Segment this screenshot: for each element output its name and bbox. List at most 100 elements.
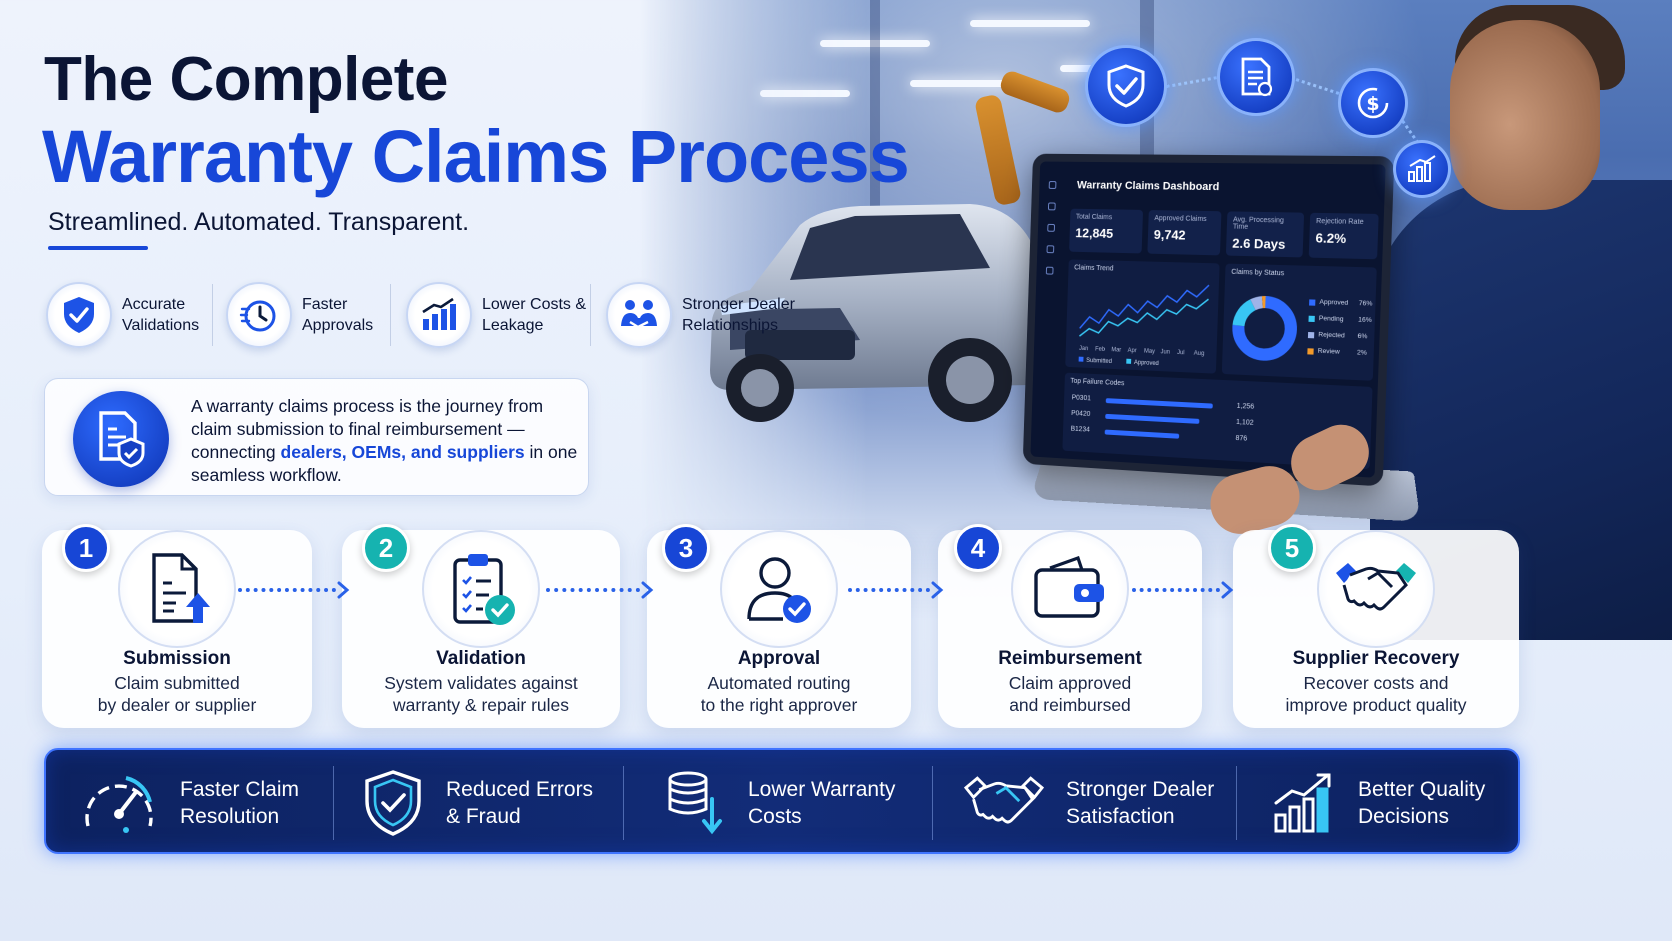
headline-line2: Warranty Claims Process	[42, 115, 910, 198]
feature-label: Faster Approvals	[302, 296, 374, 334]
failure-code: B1234	[1070, 425, 1090, 434]
ceiling-light	[820, 40, 930, 47]
failure-bar	[1105, 398, 1213, 409]
home-icon[interactable]	[1048, 181, 1057, 189]
benefit-line: Better Quality	[1358, 778, 1486, 801]
trend-legend-swatch	[1078, 356, 1084, 362]
reports-icon[interactable]	[1047, 223, 1055, 232]
step-arrow	[848, 581, 944, 599]
factory-pillar	[870, 0, 880, 260]
kpi-label: Approved Claims	[1154, 215, 1207, 224]
step-desc-line: Claim approved	[1008, 673, 1132, 693]
step-desc-line: to the right approver	[700, 695, 858, 715]
step-desc-line: warranty & repair rules	[392, 695, 570, 715]
kpi-card[interactable]: Total Claims 12,845	[1069, 208, 1144, 254]
kpi-card[interactable]: Approved Claims 9,742	[1147, 210, 1222, 256]
step-desc-line: Claim submitted	[114, 673, 240, 693]
legend-label: Review	[1317, 347, 1340, 356]
definition-card: A warranty claims process is the journey…	[44, 378, 589, 496]
car-illustration	[710, 204, 1045, 422]
legend-swatch	[1308, 315, 1315, 322]
handshake-people-icon	[606, 282, 672, 348]
definition-text-end: in one seamless workflow.	[191, 442, 578, 485]
dashboard-screen: Warranty Claims Dashboard Total Claims 1…	[1022, 153, 1395, 487]
step-title: Approval	[737, 648, 821, 669]
benefit-reduced-errors: Reduced Errors& Fraud	[362, 750, 606, 856]
benefit-line: Stronger Dealer	[1066, 778, 1215, 801]
settings-icon[interactable]	[1045, 266, 1054, 275]
definition-text: A warranty claims process is the journey…	[191, 395, 581, 487]
document-shield-icon	[73, 391, 169, 487]
legend-swatch	[1307, 347, 1314, 355]
failure-code: P0420	[1071, 410, 1091, 418]
trend-legend-swatch	[1126, 358, 1132, 364]
step-number-badge: 5	[1268, 524, 1316, 572]
legend-value: 16%	[1358, 316, 1372, 325]
trend-legend-label: Submitted	[1086, 358, 1112, 365]
wallet-icon	[1011, 530, 1129, 648]
claims-icon[interactable]	[1047, 202, 1056, 211]
step-desc-line: Recover costs and	[1303, 673, 1449, 693]
failure-code: P0301	[1071, 394, 1091, 403]
kpi-label: Total Claims	[1075, 213, 1113, 222]
step-title: Submission	[123, 648, 231, 669]
kpi-value: 9,742	[1153, 226, 1186, 243]
coins-down-icon	[668, 771, 722, 835]
step-title: Reimbursement	[998, 648, 1142, 669]
benefit-divider	[1236, 766, 1237, 840]
trend-month-label: Apr	[1128, 348, 1137, 354]
trend-month-label: Mar	[1111, 347, 1121, 353]
chart-up-icon	[1274, 773, 1331, 833]
user-check-icon	[720, 530, 838, 648]
shield-check-icon	[46, 282, 112, 348]
trend-month-label: Jul	[1177, 350, 1185, 356]
tagline-underline	[48, 246, 148, 250]
trend-month-label: Jan	[1079, 346, 1088, 352]
benefit-line: Decisions	[1358, 805, 1450, 828]
failure-count: 1,256	[1236, 402, 1255, 411]
step-desc-line: Automated routing	[707, 673, 851, 693]
dashboard-title: Warranty Claims Dashboard	[1076, 179, 1220, 194]
trend-month-label: Feb	[1095, 346, 1106, 352]
legend-label: Pending	[1318, 315, 1344, 324]
benefit-line: Resolution	[180, 805, 280, 828]
step-number-badge: 4	[954, 524, 1002, 572]
failure-count: 876	[1235, 434, 1248, 443]
legend-label: Approved	[1319, 298, 1349, 307]
feature-lower-costs: Lower Costs & Leakage	[406, 280, 592, 350]
kpi-card[interactable]: Avg. Processing Time 2.6 Days	[1225, 211, 1305, 258]
benefit-divider	[623, 766, 624, 840]
users-icon[interactable]	[1046, 245, 1055, 254]
handshake-icon	[1317, 530, 1435, 648]
panel-title: Top Failure Codes	[1070, 377, 1125, 388]
step-arrow	[1132, 581, 1234, 599]
kpi-card[interactable]: Rejection Rate 6.2%	[1308, 212, 1379, 260]
step-title: Validation	[436, 648, 526, 669]
shield-check-icon	[1085, 45, 1167, 127]
step-arrow	[546, 581, 654, 599]
document-check-icon	[1217, 38, 1295, 116]
step-number-badge: 2	[362, 524, 410, 572]
document-upload-icon	[118, 530, 236, 648]
trend-line-submitted	[1080, 281, 1209, 333]
tagline: Streamlined. Automated. Transparent.	[48, 208, 470, 236]
feature-accurate-validations: Accurate Validations	[46, 280, 212, 350]
kpi-value: 6.2%	[1315, 230, 1347, 247]
